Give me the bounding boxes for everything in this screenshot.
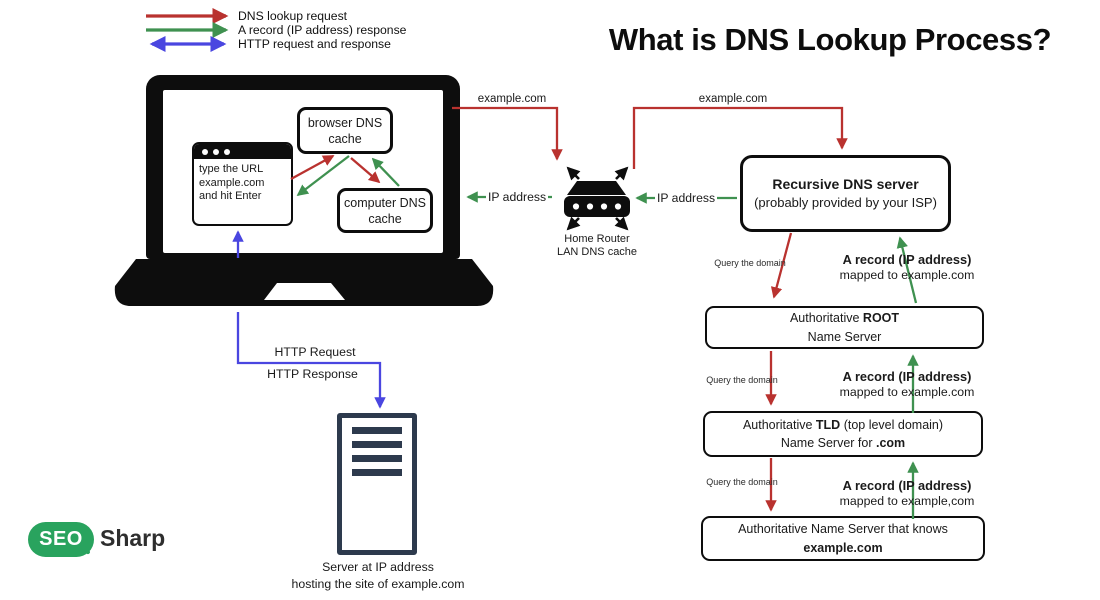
router-led: [614, 203, 622, 210]
server-slot: [352, 441, 402, 448]
a-record-2-line1: A record (IP address): [842, 369, 972, 384]
browser-window: type the URL example.com and hit Enter: [192, 142, 293, 226]
server-slot: [352, 427, 402, 434]
router-arrow-downleft-icon: [566, 216, 581, 231]
authoritative-name-server-box: Authoritative Name Server that knows exa…: [701, 516, 985, 561]
root-line2-pre: Name Server: [807, 329, 882, 344]
root-line1: Authoritative ROOT: [790, 309, 899, 328]
recursive-dns-server-box: Recursive DNS server (probably provided …: [740, 155, 951, 232]
page-title: What is DNS Lookup Process?: [608, 22, 1052, 57]
laptop-base: [114, 259, 494, 306]
logo-name: Sharp: [100, 525, 166, 551]
root-line1-pre: Authoritative: [789, 311, 863, 325]
final-line2-bold: example.com: [803, 540, 883, 555]
computer-dns-cache-box: computer DNS cache: [337, 188, 433, 233]
legend-item-http: HTTP request and response: [238, 37, 391, 51]
http-request-label: HTTP Request: [274, 345, 356, 359]
window-dot-icon: [202, 148, 208, 155]
router-caption-line1: Home Router: [564, 233, 630, 245]
domain-label-right: example.com: [698, 93, 768, 105]
http-path-to-server: [236, 312, 386, 409]
a-record-1-line2: mapped to example.com: [839, 267, 975, 282]
window-dot-icon: [213, 148, 219, 155]
computer-cache-line2: cache: [368, 211, 402, 226]
ip-address-label-left: IP address: [486, 190, 549, 204]
a-record-label-3: A record (IP address) mapped to example,…: [832, 478, 982, 509]
server-caption: Server at IP address hosting the site of…: [278, 559, 478, 592]
router-led: [572, 203, 580, 210]
a-record-label-1: A record (IP address) mapped to example.…: [832, 252, 982, 283]
root-line1-bold: ROOT: [862, 311, 900, 325]
browser-dns-cache-box: browser DNS cache: [297, 107, 393, 154]
a-record-label-2: A record (IP address) mapped to example.…: [832, 369, 982, 400]
final-line2: example.com: [803, 539, 882, 558]
browser-cache-line1: browser DNS: [307, 115, 383, 130]
router-arrow-downright-icon: [614, 216, 629, 231]
tld-line1-post: (top level domain): [840, 417, 944, 432]
window-dot-icon: [224, 148, 230, 155]
laptop-notch: [264, 283, 345, 300]
tld-name-server-box: Authoritative TLD (top level domain) Nam…: [703, 411, 983, 457]
tld-line1-pre: Authoritative: [742, 417, 816, 432]
a-record-2-line2: mapped to example.com: [839, 384, 975, 399]
a-record-3-line1: A record (IP address): [842, 478, 972, 493]
server-caption-line2: hosting the site of example.com: [291, 576, 465, 591]
domain-label-left: example.com: [477, 93, 547, 105]
browser-titlebar: [194, 144, 291, 159]
tld-line2-pre: Name Server for: [780, 436, 876, 450]
browser-cache-line2: cache: [328, 131, 362, 146]
server-slot: [352, 469, 402, 476]
recursive-line2: (probably provided by your ISP): [754, 194, 937, 210]
browser-window-line3: and hit Enter: [199, 190, 262, 202]
legend-item-dns-lookup: DNS lookup request: [238, 9, 348, 23]
router-body: [564, 196, 630, 217]
logo-mark: SEO: [39, 528, 83, 550]
computer-cache-line1: computer DNS: [344, 195, 426, 210]
root-name-server-box: Authoritative ROOT Name Server: [705, 306, 984, 349]
seo-sharp-logo: SEO: [28, 522, 94, 557]
tld-line1: Authoritative TLD (top level domain): [743, 416, 943, 435]
router-arrow-upright-icon: [614, 166, 629, 181]
a-record-1-line1: A record (IP address): [842, 252, 972, 267]
browser-window-line1: type the URL: [199, 163, 264, 175]
query-label-1: Query the domain: [714, 258, 786, 268]
query-label-2: Query the domain: [706, 375, 778, 385]
router-arrow-upleft-icon: [566, 166, 581, 181]
root-line2: Name Server: [808, 328, 882, 347]
router-caption-line2: LAN DNS cache: [556, 245, 638, 258]
server-slot: [352, 455, 402, 462]
server-caption-line1: Server at IP address: [322, 560, 434, 574]
recursive-line1: Recursive DNS server: [772, 176, 919, 192]
ip-address-label-right: IP address: [655, 191, 718, 205]
browser-window-line2: example.com: [199, 176, 265, 189]
router-led: [600, 203, 608, 210]
router-caption: Home Router LAN DNS cache: [555, 233, 639, 258]
web-server-icon: [337, 413, 417, 555]
router-icon: [567, 181, 626, 195]
router-led: [586, 203, 594, 210]
tld-line1-bold: TLD: [815, 417, 841, 432]
query-label-3: Query the domain: [706, 477, 778, 487]
browser-window-text: type the URL example.com and hit Enter: [194, 159, 291, 208]
final-line1-pre: Authoritative Name Server that knows: [738, 522, 948, 536]
legend-item-a-record: A record (IP address) response: [238, 23, 407, 37]
final-line1: Authoritative Name Server that knows: [738, 520, 948, 539]
a-record-3-line2: mapped to example,com: [839, 493, 975, 508]
http-response-label: HTTP Response: [267, 367, 358, 381]
tld-line2-bold: .com: [875, 436, 906, 450]
dns-request-laptop-to-router: [452, 106, 563, 161]
tld-line2: Name Server for .com: [781, 434, 905, 453]
